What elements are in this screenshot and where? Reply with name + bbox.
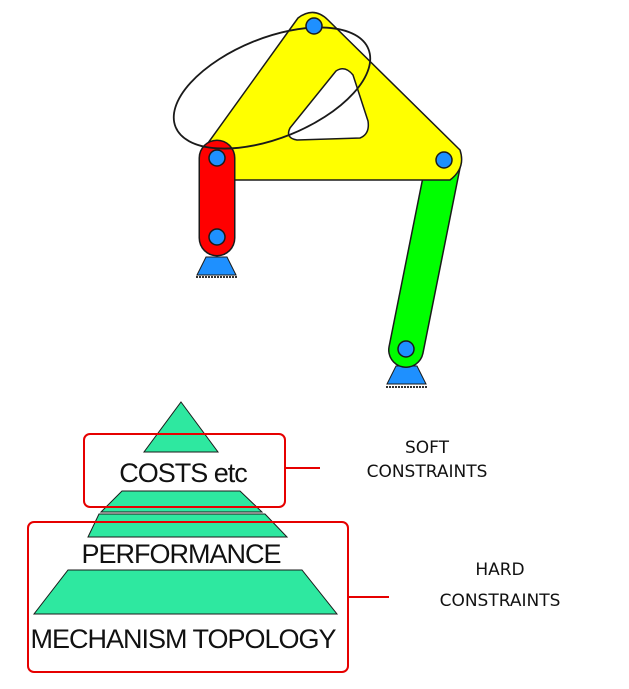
pyramid-label-costs: COSTS etc — [119, 458, 247, 488]
soft-constraints-label-line2: CONSTRAINTS — [367, 462, 488, 482]
soft-constraints-frame — [83, 433, 286, 508]
pyramid-tier-base — [32, 569, 339, 615]
soft-constraints-group: SOFT CONSTRAINTS — [83, 433, 488, 508]
coupler-curve — [172, 26, 372, 150]
joint-crank-ground — [208, 228, 226, 246]
mechanism — [172, 11, 463, 388]
hard-constraints-group: HARD CONSTRAINTS — [27, 521, 561, 673]
ground-support-left — [196, 256, 238, 278]
joint-crank-top — [208, 149, 226, 167]
joint-rocker-top — [435, 151, 453, 169]
pyramid-tier-3 — [87, 513, 289, 538]
ground-support-right — [386, 365, 428, 388]
pyramid-label-performance: PERFORMANCE — [81, 539, 280, 569]
hard-constraints-label-line1: HARD — [475, 560, 524, 580]
pyramid-label-topology: MECHANISM TOPOLOGY — [30, 624, 336, 654]
hard-constraints-label-line2: CONSTRAINTS — [440, 591, 561, 611]
pyramid-tier-2 — [99, 490, 264, 513]
pyramid-tier-top — [143, 401, 219, 453]
soft-constraints-label-line1: SOFT — [405, 438, 450, 458]
coupler-link — [201, 11, 463, 181]
joint-rocker-ground — [397, 340, 415, 358]
rocker-link — [388, 142, 462, 368]
joint-top — [305, 17, 323, 35]
